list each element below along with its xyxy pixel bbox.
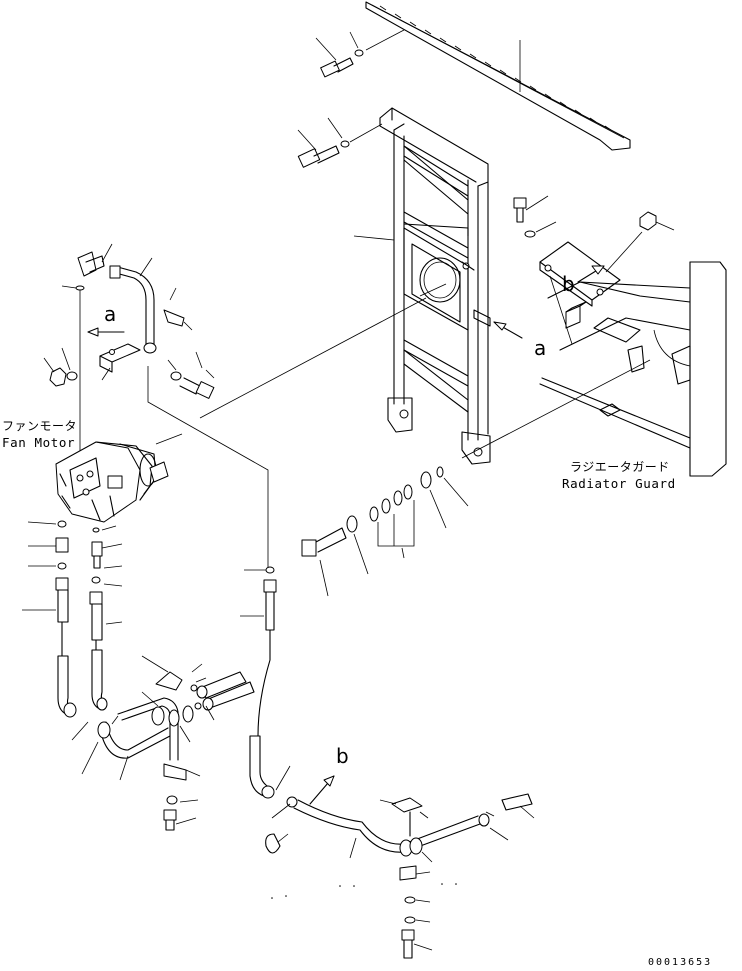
upper-bar	[365, 1, 631, 151]
radiator-guard-label-jp: ラジエータガード	[570, 460, 670, 474]
radiator-guard-label-en: Radiator Guard	[562, 476, 676, 491]
ref-label-a-upper: a	[104, 302, 117, 326]
ref-label-a-right: a	[534, 336, 547, 360]
frame-assembly	[353, 107, 491, 465]
center-tubes	[71, 655, 255, 831]
bolt-upper-1	[315, 29, 405, 78]
radiator-outline	[539, 261, 727, 477]
top-fittings	[43, 243, 215, 399]
long-hose	[240, 566, 291, 799]
pin-and-washers	[301, 359, 651, 597]
lower-tube	[265, 775, 535, 959]
guard-bracket	[513, 195, 675, 345]
drawing-code: 00013653	[648, 957, 713, 968]
fan-motor	[55, 433, 183, 523]
leader-lines	[79, 290, 427, 568]
dots	[271, 883, 457, 899]
ref-label-b-lower: b	[336, 744, 349, 768]
ref-label-b-right: b	[562, 272, 575, 296]
ref-arrow-a-right	[493, 321, 523, 339]
bolt-upper-2	[297, 117, 383, 168]
fan-motor-label-jp: ファンモータ	[2, 419, 78, 433]
left-hoses	[22, 520, 123, 718]
fan-motor-label-en: Fan Motor	[2, 435, 76, 450]
